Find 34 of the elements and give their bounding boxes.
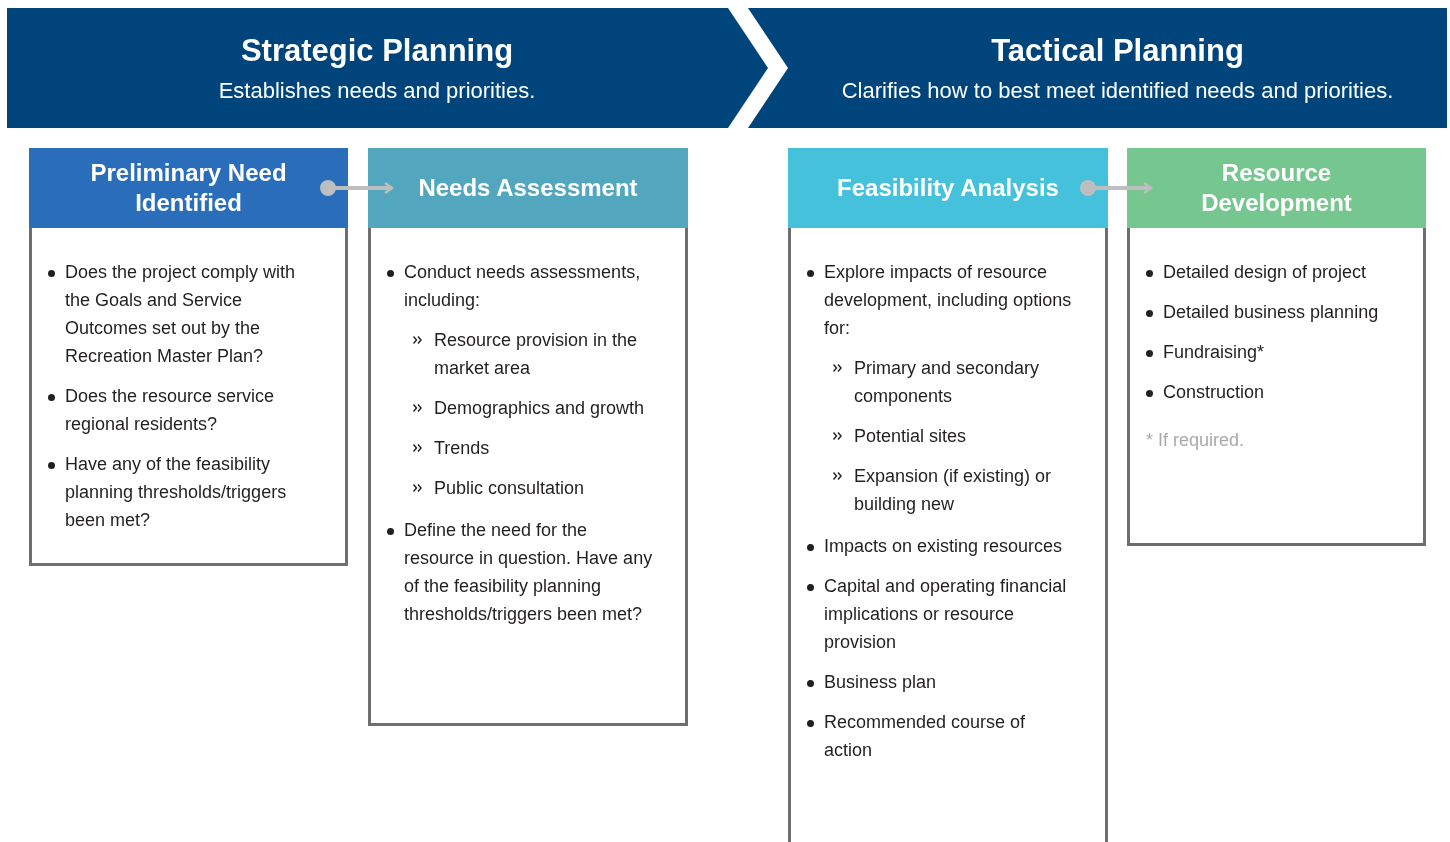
sub-bullet-text: Potential sites (854, 425, 967, 448)
bullet-text: Does the project comply with the Goals and Service Outcomes set out by the Recreation Master Plan? (65, 261, 297, 368)
sub-bullet-text: Primary and secondary components (854, 357, 1041, 408)
phase-banner (7, 8, 769, 128)
sub-bullet-text: Expansion (if existing) or building new (854, 465, 1053, 516)
bullet-text: Define the need for the resource in question. Have any of the feasibility planning thresholds/triggers been met? (404, 519, 654, 626)
bullet-text: Capital and operating financial implications or resource provision (824, 575, 1068, 654)
phase-title: Strategic Planning (240, 31, 514, 70)
bullet-text: Construction (1163, 381, 1265, 404)
column-header: Resource Development (1127, 148, 1426, 228)
sub-bullet-text: Resource provision in the market area (434, 329, 639, 380)
column-header: Preliminary Need Identified (29, 148, 348, 228)
arrow (1080, 180, 1153, 196)
bullet-text: Recommended course of action (824, 711, 1027, 762)
bullet-text: Have any of the feasibility planning thresholds/triggers been met? (65, 453, 288, 532)
column-header: Feasibility Analysis (788, 148, 1108, 228)
bullet-text: Detailed business planning (1163, 301, 1379, 324)
bullet-text: Detailed design of project (1163, 261, 1367, 284)
phase-banner (748, 8, 1447, 128)
bullet-text: Does the resource service regional residents? (65, 385, 276, 436)
bullet-text: Fundraising* (1163, 341, 1265, 364)
column-header: Needs Assessment (368, 148, 688, 228)
sub-bullet-text: Trends (434, 437, 490, 460)
bullet-text: Conduct needs assessments, including: (404, 261, 642, 312)
arrow (320, 180, 394, 196)
sub-bullet-text: Demographics and growth (434, 397, 645, 420)
bullet-text: Explore impacts of resource development, including options for: (824, 261, 1073, 340)
footnote: * If required. (1146, 429, 1246, 452)
sub-bullet-text: Public consultation (434, 477, 585, 500)
phase-subtitle: Establishes needs and priorities. (218, 76, 536, 105)
phase-title: Tactical Planning (991, 31, 1244, 70)
bullet-text: Impacts on existing resources (824, 535, 1063, 558)
phase-subtitle: Clarifies how to best meet identified needs and priorities. (841, 76, 1394, 105)
bullet-text: Business plan (824, 671, 937, 694)
